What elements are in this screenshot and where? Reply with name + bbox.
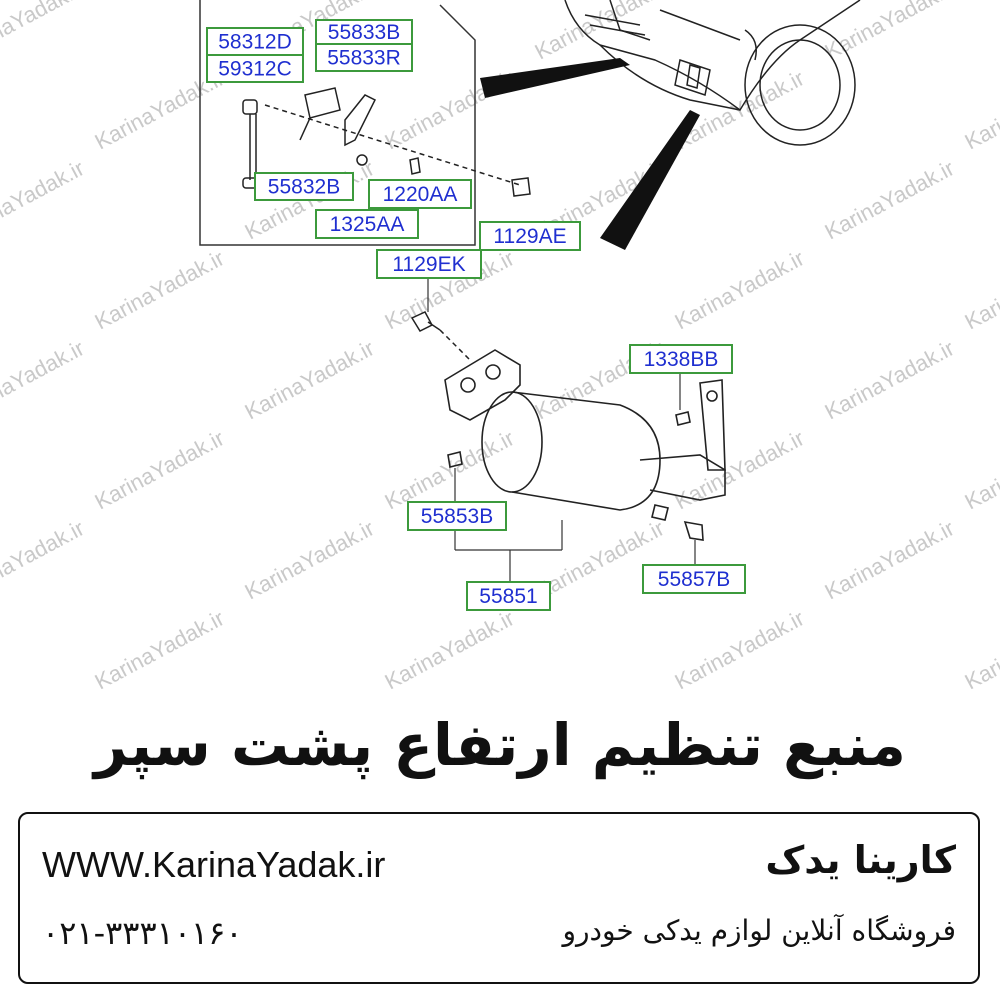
part-label-55832b: 55832B xyxy=(254,172,354,201)
part-label-1129ae: 1129AE xyxy=(479,221,581,251)
part-label-box xyxy=(315,209,419,239)
watermark-text: KarinaYadak.ir xyxy=(821,0,959,64)
part-label-55853b: 55853B xyxy=(407,501,507,531)
footer-card: WWW.KarinaYadak.ir ۰۲۱-۳۳۳۱۰۱۶۰ کارینا ی… xyxy=(18,812,980,984)
watermark-text: KarinaYadak.ir xyxy=(821,155,959,244)
phone-number: ۰۲۱-۳۳۳۱۰۱۶۰ xyxy=(42,914,243,952)
watermark-text: KarinaYadak.ir xyxy=(241,515,379,604)
watermark-text: KarinaYadak.ir xyxy=(961,425,1000,514)
reservoir-tank-illustration xyxy=(444,349,726,541)
watermark-text: KarinaYadak.ir xyxy=(91,425,229,514)
part-label-55833b: 55833B xyxy=(315,19,413,45)
part-number: 55833B xyxy=(328,21,400,44)
watermark-text: KarinaYadak.ir xyxy=(91,605,229,694)
watermark-text: KarinaYadak.ir xyxy=(0,0,88,64)
part-label-55851: 55851 xyxy=(466,581,551,611)
part-label-58312d: 58312D xyxy=(206,27,304,56)
height-sensor-illustration xyxy=(242,87,531,197)
part-label-box xyxy=(254,172,354,201)
part-label-1325aa: 1325AA xyxy=(315,209,419,239)
watermark-text: KarinaYadak.ir xyxy=(821,515,959,604)
watermark-text: KarinaYadak.ir xyxy=(0,155,88,244)
part-label-59312c: 59312C xyxy=(206,54,304,83)
watermark-text: KarinaYadak.ir xyxy=(671,605,809,694)
watermark-text: KarinaYadak.ir xyxy=(531,0,669,64)
watermark-text: KarinaYadak.ir xyxy=(381,605,519,694)
part-number: 58312D xyxy=(218,31,292,54)
part-label-box xyxy=(629,344,733,374)
inset-frame xyxy=(199,0,476,246)
watermark-text: KarinaYadak.ir xyxy=(961,605,1000,694)
watermark-text: KarinaYadak.ir xyxy=(821,335,959,424)
part-label-box xyxy=(642,564,746,594)
part-label-1220aa: 1220AA xyxy=(368,179,472,209)
brand-tagline: فروشگاه آنلاین لوازم یدکی خودرو xyxy=(562,914,956,947)
bolt-illustration xyxy=(410,311,471,361)
part-label-box xyxy=(479,221,581,251)
part-label-1129ek: 1129EK xyxy=(376,249,482,279)
part-label-55833r: 55833R xyxy=(315,43,413,72)
part-number: 1129AE xyxy=(493,225,566,248)
car-front-illustration xyxy=(564,0,861,146)
watermark-text: KarinaYadak.ir xyxy=(671,425,809,514)
part-number: 55851 xyxy=(479,585,537,608)
part-number: 1129EK xyxy=(392,253,465,276)
site-url[interactable]: WWW.KarinaYadak.ir xyxy=(42,844,386,885)
watermark-text: KarinaYadak.ir xyxy=(0,515,88,604)
page-title: منبع تنظیم ارتفاع پشت سپر xyxy=(94,711,906,779)
part-number: 1338BB xyxy=(644,348,719,371)
part-label-box xyxy=(206,54,304,83)
part-label-box xyxy=(368,179,472,209)
part-label-box xyxy=(315,19,413,45)
part-number: 55853B xyxy=(421,505,493,528)
part-label-box xyxy=(407,501,507,531)
part-number-labels: 58312D 59312C 55833B 55833R 55832B 1220AA 1325… xyxy=(206,19,746,611)
part-number: 59312C xyxy=(218,58,292,81)
watermark-text: KarinaYadak.ir xyxy=(0,335,88,424)
part-label-box xyxy=(206,27,304,56)
part-label-1338bb: 1338BB xyxy=(629,344,733,374)
part-number: 55833R xyxy=(327,47,401,70)
part-label-55857b: 55857B xyxy=(642,564,746,594)
brand-name: کارینا یدک xyxy=(765,838,956,882)
watermark-text: KarinaYadak.ir xyxy=(91,245,229,334)
part-number: 55832B xyxy=(268,176,340,199)
watermark-text: KarinaYadak.ir xyxy=(241,335,379,424)
part-label-box xyxy=(466,581,551,611)
watermark-text: KarinaYadak.ir xyxy=(961,245,1000,334)
part-number: 55857B xyxy=(658,568,730,591)
leader-lines xyxy=(427,277,696,582)
watermark-text: KarinaYadak.ir xyxy=(961,65,1000,154)
part-label-box xyxy=(315,43,413,72)
callout-wedges xyxy=(480,58,700,250)
part-number: 1220AA xyxy=(383,183,458,206)
part-label-box xyxy=(376,249,482,279)
watermark-text: KarinaYadak.ir xyxy=(671,245,809,334)
part-number: 1325AA xyxy=(330,213,405,236)
